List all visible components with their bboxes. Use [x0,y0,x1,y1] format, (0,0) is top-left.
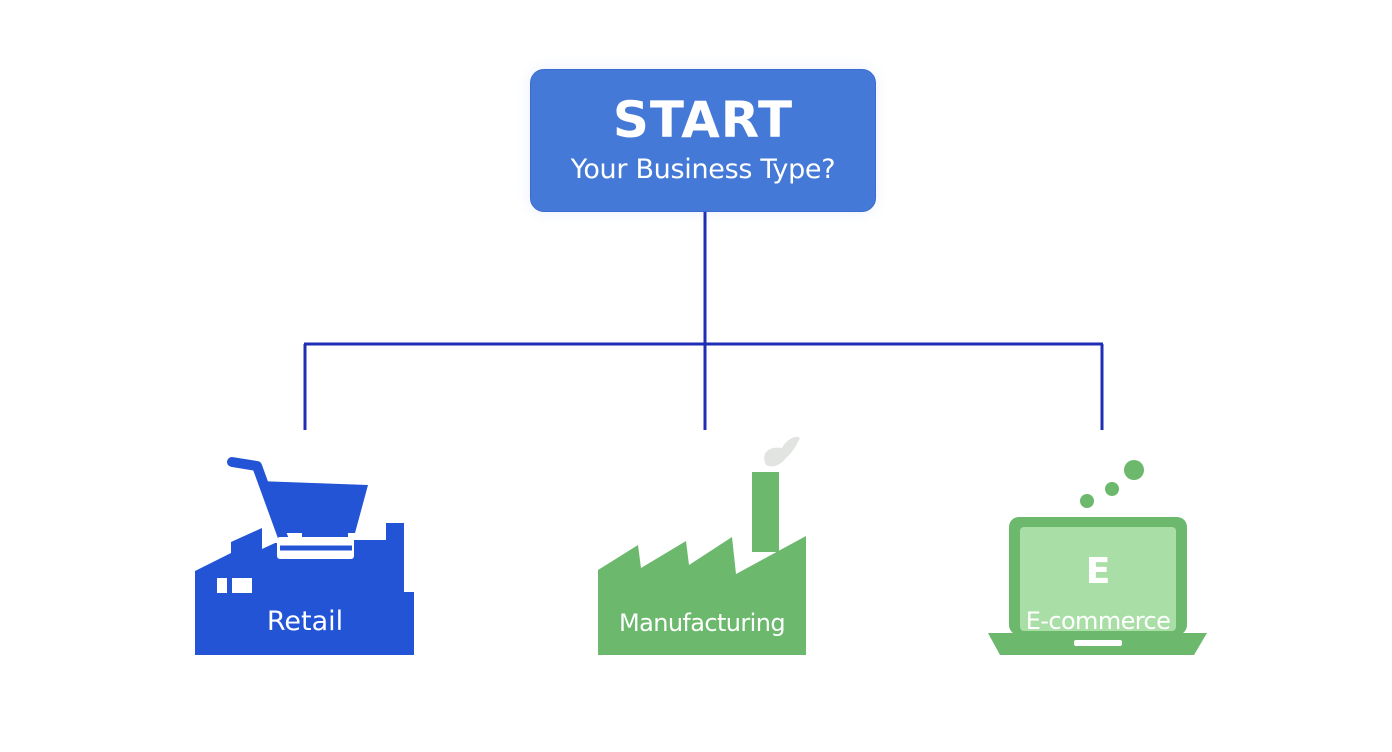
start-title: START [612,91,794,149]
start-node: START Your Business Type? [530,69,876,212]
laptop-dot [1080,494,1094,508]
storefront-window [232,578,252,593]
laptop-dot [1105,482,1119,496]
cart-basket [258,481,368,533]
branch-label-manufacturing: Manufacturing [619,609,786,637]
storefront-shape [195,523,414,655]
laptop-screen [1020,527,1176,631]
cart-wheel [274,559,296,581]
factory-building [598,536,806,655]
branch-label-retail: Retail [266,606,344,637]
factory-chimney [752,472,779,552]
smoke-puff [764,436,800,467]
laptop-trackpad [1074,640,1122,646]
laptop-screen-letter: E [1085,551,1111,592]
laptop-dot [1124,460,1144,480]
branch-label-ecommerce: E-commerce [1025,607,1171,635]
storefront-window [217,578,227,593]
cart-wheel [326,559,348,581]
start-question: Your Business Type? [570,154,836,185]
